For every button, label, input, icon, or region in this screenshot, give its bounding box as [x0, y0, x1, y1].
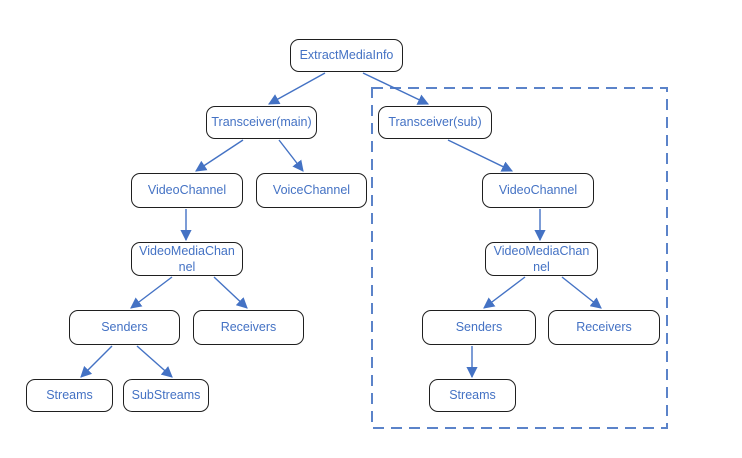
- node-transceiver-sub: Transceiver(sub): [378, 106, 492, 139]
- node-voice-channel-main: VoiceChannel: [256, 173, 367, 208]
- node-streams-sub: Streams: [429, 379, 516, 412]
- node-substreams-main: SubStreams: [123, 379, 209, 412]
- node-streams-main: Streams: [26, 379, 113, 412]
- node-video-channel-sub: VideoChannel: [482, 173, 594, 208]
- node-receivers-main: Receivers: [193, 310, 304, 345]
- node-video-media-channel-main: VideoMediaChan nel: [131, 242, 243, 276]
- node-video-channel-main: VideoChannel: [131, 173, 243, 208]
- node-transceiver-main: Transceiver(main): [206, 106, 317, 139]
- node-extract-media-info: ExtractMediaInfo: [290, 39, 403, 72]
- node-receivers-sub: Receivers: [548, 310, 660, 345]
- node-senders-sub: Senders: [422, 310, 536, 345]
- node-senders-main: Senders: [69, 310, 180, 345]
- node-video-media-channel-sub: VideoMediaChan nel: [485, 242, 598, 276]
